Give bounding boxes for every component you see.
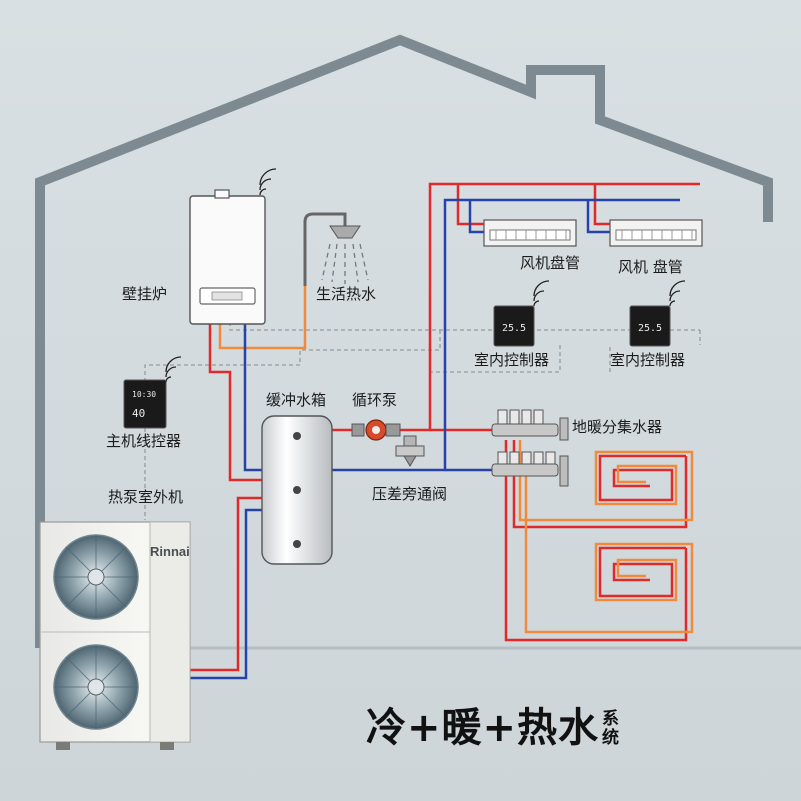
label-manifold: 地暖分集水器 xyxy=(572,418,663,436)
thermostat-2-wifi-icon xyxy=(669,280,686,307)
thermostat-1-wifi-icon xyxy=(533,280,550,307)
label-indoor-controller-1: 室内控制器 xyxy=(474,351,550,369)
main-ctrl-time: 10:30 xyxy=(132,390,156,399)
circulation-pump xyxy=(351,419,401,441)
main-ctrl-wifi-icon xyxy=(165,356,182,383)
bypass-valve xyxy=(395,435,425,467)
system-title: 冷+暖+热水 系统 xyxy=(366,696,622,748)
fan-coil-unit-1 xyxy=(483,219,577,247)
underfloor-manifold xyxy=(491,409,569,487)
label-buffer-tank: 缓冲水箱 xyxy=(266,391,327,409)
label-outdoor-unit: 热泵室外机 xyxy=(108,488,184,506)
floor-heating-loops-return xyxy=(518,440,694,634)
label-circulation-pump: 循环泵 xyxy=(352,391,398,409)
label-fan-coil-1: 风机盘管 xyxy=(520,254,581,272)
brand-logo: Rinnai xyxy=(150,544,190,559)
fan-coil-unit-2 xyxy=(609,219,703,247)
thermostat-2-reading: 25.5 xyxy=(638,323,662,334)
hot-supply-pipes xyxy=(190,182,700,672)
thermostat-1-reading: 25.5 xyxy=(502,323,526,334)
wall-boiler xyxy=(189,189,266,325)
indoor-thermostat-2: 25.5 xyxy=(629,305,671,347)
boiler-wifi-icon xyxy=(259,168,277,196)
shower-head-icon xyxy=(303,212,369,286)
label-wall-boiler: 壁挂炉 xyxy=(122,285,168,303)
house-outline xyxy=(35,34,773,648)
title-main: 冷+暖+热水 xyxy=(366,705,600,751)
buffer-tank xyxy=(261,415,333,565)
label-fan-coil-2: 风机 盘管 xyxy=(618,258,683,276)
hot-water-pipes xyxy=(218,286,307,350)
title-suffix: 系统 xyxy=(602,709,620,748)
label-bypass-valve: 压差旁通阀 xyxy=(372,485,448,503)
cold-return-pipes xyxy=(190,198,680,680)
indoor-thermostat-1: 25.5 xyxy=(493,305,535,347)
main-ctrl-temp: 40 xyxy=(132,407,145,420)
main-wire-controller: 10:30 40 xyxy=(123,379,167,429)
heat-pump-outdoor-unit: Rinnai xyxy=(39,521,191,750)
floor-heating-loops xyxy=(598,454,686,598)
label-main-controller: 主机线控器 xyxy=(106,432,182,450)
label-domestic-hot-water: 生活热水 xyxy=(316,285,377,303)
label-indoor-controller-2: 室内控制器 xyxy=(610,351,686,369)
